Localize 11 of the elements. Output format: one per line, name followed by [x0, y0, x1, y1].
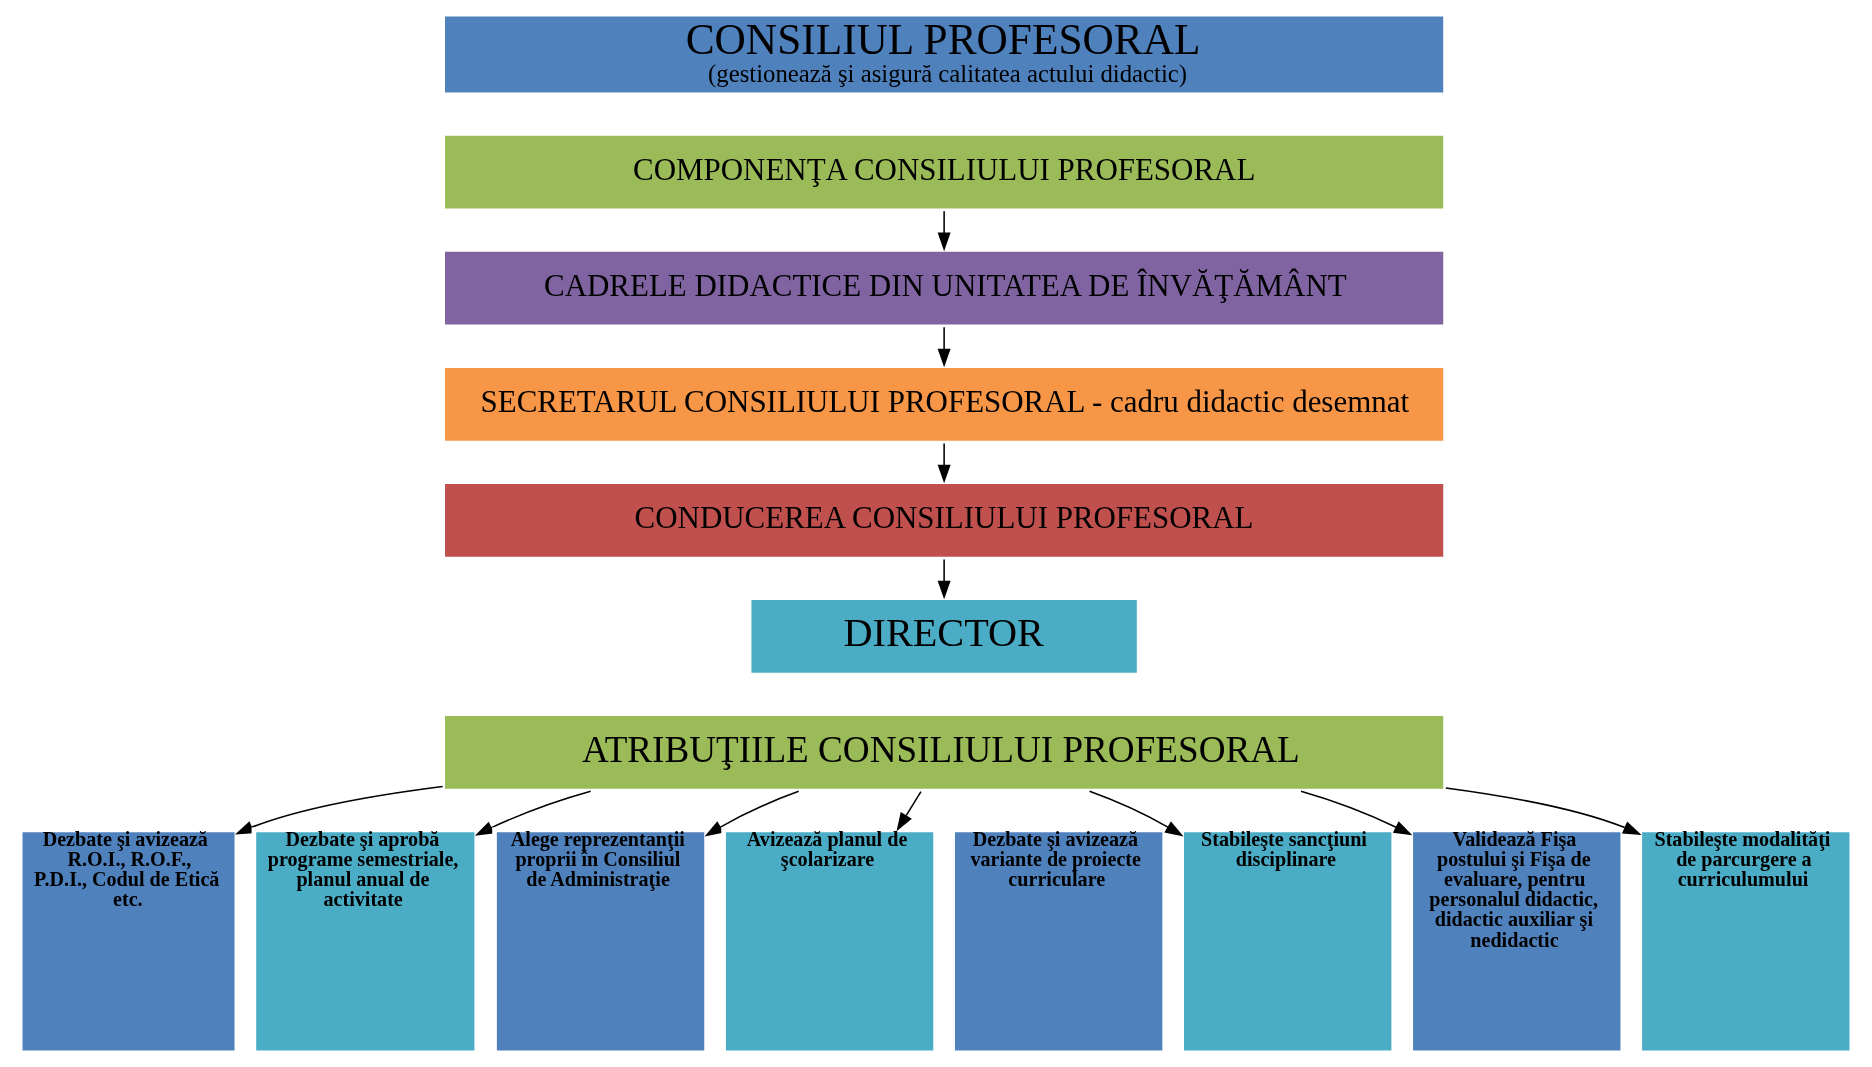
arrow — [937, 442, 951, 484]
arrow — [1088, 790, 1184, 837]
arrow — [896, 790, 922, 832]
arrow — [937, 326, 951, 368]
arrow — [937, 210, 951, 252]
arrow — [474, 790, 592, 836]
arrow — [704, 790, 800, 837]
arrow — [234, 785, 444, 835]
arrow — [937, 558, 951, 600]
arrow — [1445, 787, 1642, 835]
arrow — [1300, 790, 1413, 836]
